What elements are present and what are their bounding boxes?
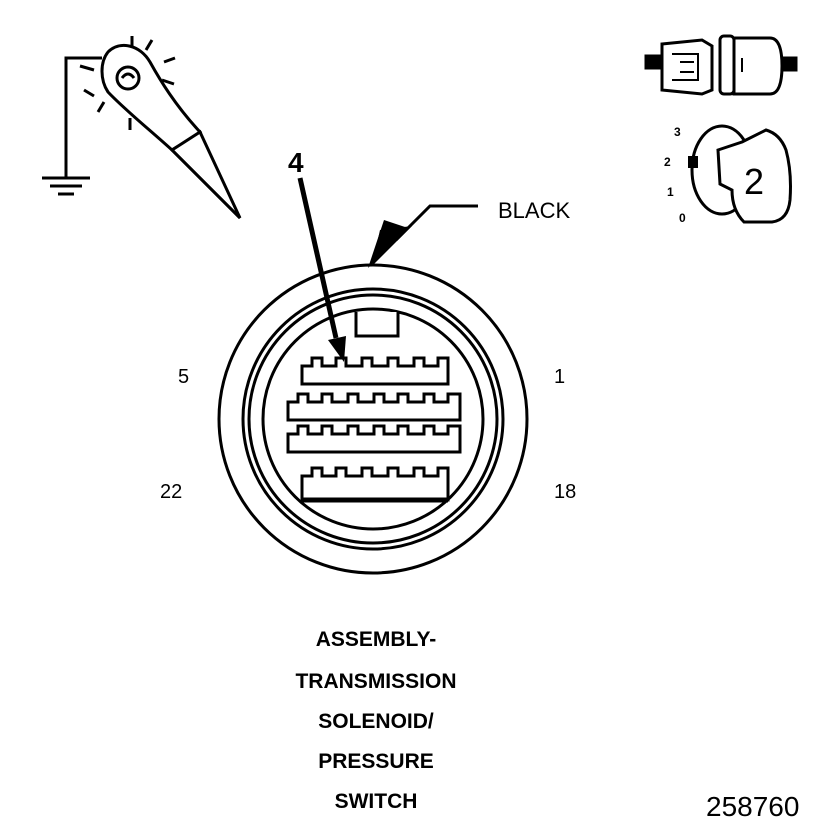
ignition-position-3: 3: [674, 125, 681, 139]
ignition-position-0: 0: [679, 211, 686, 225]
title-line-4: PRESSURE: [318, 750, 434, 773]
terminal-row-2: [286, 392, 462, 422]
connector-disconnected-icon: [644, 34, 798, 96]
ignition-switch-icon: [688, 124, 792, 224]
terminal-row-1: [300, 356, 450, 386]
pin-callout-arrow: [297, 177, 346, 362]
figure-number: 258760: [706, 791, 799, 822]
color-callout-arrow: [368, 204, 478, 268]
ground-symbol-icon: [42, 176, 90, 196]
title-line-5: SWITCH: [335, 790, 418, 813]
title-line-2: TRANSMISSION: [295, 670, 456, 693]
ignition-position-1: 1: [667, 185, 674, 199]
pin-label-top-right: 1: [554, 366, 565, 388]
pin-label-bottom-right: 18: [554, 481, 576, 503]
pin-callout-number: 4: [288, 147, 304, 178]
pin-label-top-left: 5: [178, 366, 189, 388]
terminal-row-4: [300, 466, 450, 503]
ignition-key-number: 2: [744, 161, 764, 202]
pin-label-bottom-left: 22: [160, 481, 182, 503]
connector-color-label: BLACK: [498, 198, 570, 223]
ignition-position-2: 2: [664, 155, 671, 169]
title-line-3: SOLENOID/: [318, 710, 434, 733]
title-line-1: ASSEMBLY-: [316, 628, 437, 651]
component-title: ASSEMBLY- TRANSMISSION SOLENOID/ PRESSUR…: [295, 628, 456, 813]
terminal-row-3: [286, 424, 462, 454]
connector-face: [217, 263, 529, 575]
test-light-icon: [42, 36, 242, 220]
